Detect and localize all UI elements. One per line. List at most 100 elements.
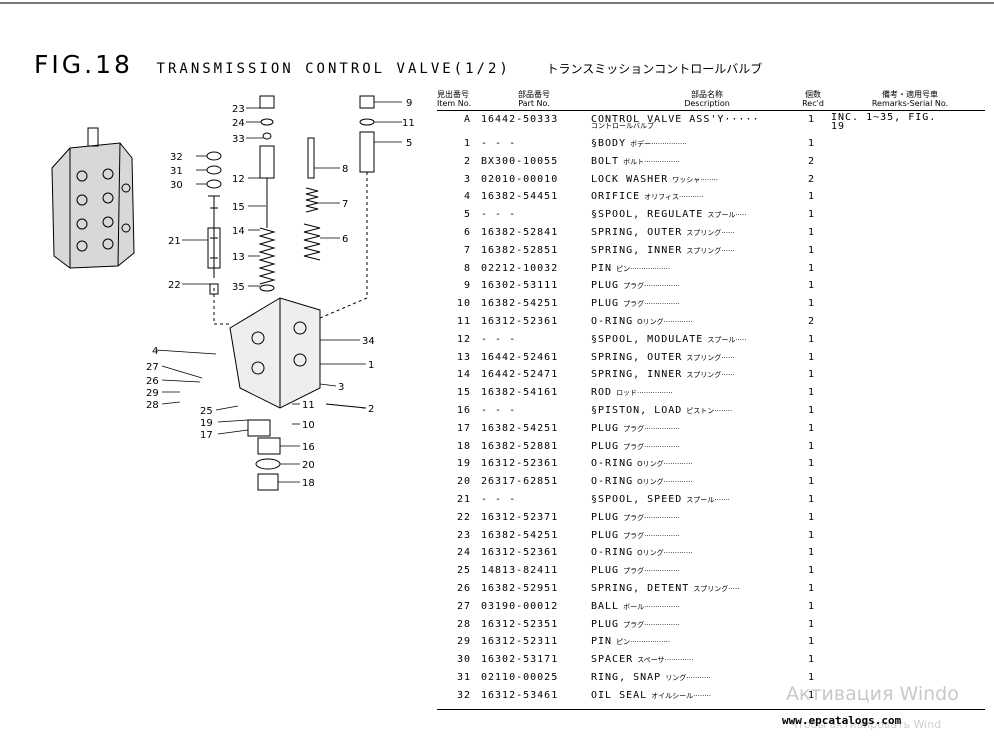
description-en: ORIFICE <box>591 191 641 203</box>
site-url[interactable]: www.epcatalogs.com <box>782 714 902 727</box>
item-no: 10 <box>456 298 471 310</box>
quantity: 1 <box>807 262 815 274</box>
item-no: 20 <box>456 476 471 488</box>
callout-label: 3 <box>338 382 344 393</box>
item-no: 16 <box>456 404 471 416</box>
callout-label: 1 <box>368 360 374 371</box>
item-no: 11 <box>456 315 471 327</box>
quantity: 1 <box>807 351 815 363</box>
description-en: PLUG <box>591 298 620 310</box>
part-no: 16442-50333 <box>481 114 559 125</box>
description-en: SPRING, DETENT <box>591 582 690 594</box>
part-no: 16382-52841 <box>481 226 559 238</box>
top-rule <box>0 2 994 4</box>
part-no: 16312-52361 <box>481 458 559 470</box>
remarks: INC. 1~35, FIG. 19 <box>831 112 937 132</box>
item-no: 19 <box>456 458 471 470</box>
quantity: 1 <box>807 618 815 630</box>
part-no: 14813-82411 <box>481 565 559 577</box>
item-no: 6 <box>463 226 471 238</box>
description-en: O-RING <box>591 458 634 470</box>
item-no: 30 <box>456 654 471 666</box>
figure-title-jp: トランスミッションコントロールバルブ <box>546 62 763 76</box>
callout-label: 19 <box>200 418 213 429</box>
description-jp: スペーサ············· <box>637 656 694 665</box>
quantity: 1 <box>807 387 815 399</box>
quantity: 1 <box>807 209 815 221</box>
item-no: 28 <box>456 618 471 630</box>
item-no: 22 <box>456 511 471 523</box>
item-no: 26 <box>456 582 471 594</box>
description-jp: ボール················ <box>623 602 680 611</box>
callout-label: 21 <box>168 236 181 247</box>
figure-title: TRANSMISSION CONTROL VALVE(1/2) <box>156 61 511 77</box>
callout-label: 2 <box>368 404 374 415</box>
part-no: - - - <box>481 209 517 221</box>
callout-label: 11 <box>302 400 315 411</box>
quantity: 1 <box>807 333 815 345</box>
part-no: - - - <box>481 493 517 505</box>
callout-label: 13 <box>232 252 245 263</box>
exploded-view-drawing: 23 24 33 32 31 30 12 15 14 13 21 22 35 9… <box>51 95 415 491</box>
item-no: 27 <box>456 600 471 612</box>
description-jp: Oリング············· <box>637 317 693 326</box>
callout-label: 23 <box>232 104 245 115</box>
quantity: 1 <box>807 493 815 505</box>
activation-watermark: Активация Windo <box>786 683 959 705</box>
callout-label: 10 <box>302 420 315 431</box>
description-en: PLUG <box>591 422 620 434</box>
part-no: 16382-52851 <box>481 244 559 256</box>
description-jp: プラグ················ <box>623 531 680 540</box>
description-jp: Oリング············· <box>637 549 693 558</box>
description-en: OIL SEAL <box>591 689 648 701</box>
quantity: 2 <box>807 173 815 185</box>
part-no: 02010-00010 <box>481 173 559 185</box>
callout-labels: 23 24 33 32 31 30 12 15 14 13 21 22 35 9… <box>146 98 415 489</box>
description-jp: スプリング····· <box>693 584 740 593</box>
description-en: PLUG <box>591 618 620 630</box>
item-no: 4 <box>463 191 471 203</box>
quantity: 1 <box>807 114 815 125</box>
callout-label: 27 <box>146 362 159 373</box>
description-jp: オイルシール········ <box>651 691 711 700</box>
description: CONTROL VALVE ASS'Y····· <box>591 111 817 130</box>
part-no: - - - <box>481 404 517 416</box>
description-en: LOCK WASHER <box>591 173 669 185</box>
description-en: SPACER <box>591 654 634 666</box>
item-no: 21 <box>456 493 471 505</box>
callout-label: 5 <box>406 138 412 149</box>
quantity: 1 <box>807 547 815 559</box>
description-jp: プラグ················ <box>623 442 680 451</box>
description-jp: Oリング············· <box>637 478 693 487</box>
item-no: 24 <box>456 547 471 559</box>
part-no: 26317-62851 <box>481 476 559 488</box>
description-en: PIN <box>591 636 613 648</box>
part-no: 02212-10032 <box>481 262 559 274</box>
item-no: 9 <box>463 280 471 292</box>
callout-label: 12 <box>232 174 245 185</box>
callout-label: 22 <box>168 280 181 291</box>
figure-label: FIG.18 <box>34 50 133 79</box>
description-jp: リング··········· <box>665 673 711 682</box>
